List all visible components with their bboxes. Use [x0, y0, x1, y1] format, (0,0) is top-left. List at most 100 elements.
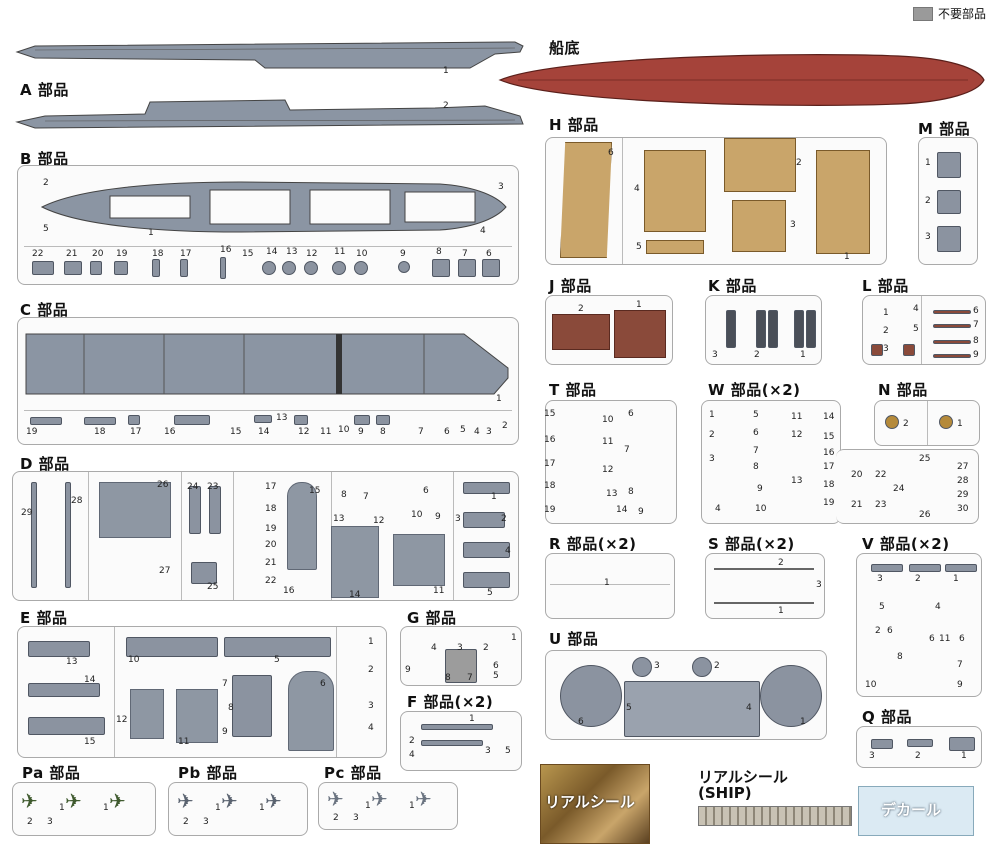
b-part-12: [304, 261, 318, 275]
section-d-title: D 部品: [20, 455, 70, 473]
u-num-3: 3: [654, 661, 660, 671]
h-part-4: [644, 150, 706, 232]
sprue-j-frame: 2 1: [545, 295, 673, 365]
v-num-8: 8: [897, 652, 903, 662]
e-num-8: 8: [228, 703, 234, 713]
t-num-8: 8: [628, 487, 634, 497]
v-part-2: [909, 564, 941, 572]
e-part-13: [28, 641, 90, 657]
h-num-4: 4: [634, 184, 640, 194]
b-num-16: 16: [220, 245, 232, 255]
j-part-1: [614, 310, 666, 358]
pa-num-1b: 1: [103, 803, 109, 813]
t-num-15: 15: [544, 409, 556, 419]
sprue-r-frame: 1: [545, 553, 675, 619]
section-e-title: E 部品: [20, 609, 68, 627]
v-num-10: 10: [865, 680, 877, 690]
e-num-9: 9: [222, 727, 228, 737]
l-num-5: 5: [913, 324, 919, 334]
l-num-8: 8: [973, 336, 979, 346]
f-num-3: 3: [485, 746, 491, 756]
v-num-6a: 6: [887, 626, 893, 636]
k-part-3a: [726, 310, 736, 348]
l-num-9: 9: [973, 350, 979, 360]
h-num-5: 5: [636, 242, 642, 252]
g-num-6: 6: [493, 661, 499, 671]
l-num-3: 3: [883, 344, 889, 354]
t-num-13: 13: [606, 489, 618, 499]
section-m-title: M 部品: [918, 120, 971, 138]
h-num-3: 3: [790, 220, 796, 230]
w-num-25: 25: [919, 454, 931, 464]
w-num-20: 20: [851, 470, 863, 480]
u-num-4: 4: [746, 703, 752, 713]
c-num-14: 14: [258, 427, 270, 437]
d-num-8: 8: [341, 490, 347, 500]
c-num-9: 9: [358, 427, 364, 437]
section-pc-title: Pc 部品: [324, 764, 382, 782]
g-num-1: 1: [511, 633, 517, 643]
k-num-1: 1: [800, 350, 806, 360]
w-num-13: 13: [791, 476, 803, 486]
e-num-1: 1: [368, 637, 374, 647]
pb-num-3: 3: [203, 817, 209, 827]
r-num-1: 1: [604, 578, 610, 588]
section-b-title: B 部品: [20, 150, 69, 168]
e-part-12: [130, 689, 164, 739]
b-num-14: 14: [266, 247, 278, 257]
m-num-2: 2: [925, 196, 931, 206]
section-u-title: U 部品: [549, 630, 599, 648]
sprue-u-frame: 6 3 2 1 5 4: [545, 650, 827, 740]
b-num-21: 21: [66, 249, 78, 259]
e-part-8: [232, 675, 272, 737]
l-part-8: [933, 340, 971, 344]
s-num-2: 2: [778, 558, 784, 568]
e-num-11: 11: [178, 737, 190, 747]
e-num-2: 2: [368, 665, 374, 675]
section-w-title: W 部品(×2): [708, 381, 801, 399]
t-num-11: 11: [602, 437, 614, 447]
w-num-6: 6: [753, 428, 759, 438]
w-num-17: 17: [823, 462, 835, 472]
c-num-10: 10: [338, 425, 350, 435]
pc-plane-1: ✈: [327, 787, 344, 811]
b-part-22: [32, 261, 54, 275]
sprue-s-frame: 2 1 3: [705, 553, 825, 619]
d-part-1: [463, 482, 510, 494]
c-num-11: 11: [320, 427, 332, 437]
t-num-17: 17: [544, 459, 556, 469]
l-part-3b: [903, 344, 915, 356]
e-num-12: 12: [116, 715, 128, 725]
pa-num-1a: 1: [59, 803, 65, 813]
l-part-7: [933, 324, 971, 328]
c-small-parts-row: 19 18 17 16 15 14 13 12 11 10 9 8 7 6 5 …: [24, 410, 512, 441]
sprue-e-frame: 13 14 15 10 12 11 5 7 8 9 6 1 2 3 4: [17, 626, 387, 758]
e-part-5: [224, 637, 331, 657]
e-num-7: 7: [222, 679, 228, 689]
w-num-16: 16: [823, 448, 835, 458]
section-q-title: Q 部品: [862, 708, 912, 726]
sprue-pb-frame: ✈ ✈ ✈ 2 3 1 1: [168, 782, 308, 836]
q-part-2: [907, 739, 933, 747]
section-l-title: L 部品: [862, 277, 909, 295]
t-num-6: 6: [628, 409, 634, 419]
sprue-w-frame-ext: [836, 449, 979, 524]
e-num-3: 3: [368, 701, 374, 711]
c-num-8: 8: [380, 427, 386, 437]
d-num-10: 10: [411, 510, 423, 520]
w-num-4: 4: [715, 504, 721, 514]
t-num-18: 18: [544, 481, 556, 491]
c-part-19: [30, 417, 62, 425]
d-part-29: [31, 482, 37, 588]
d-num-11: 11: [433, 586, 445, 596]
k-num-3: 3: [712, 350, 718, 360]
w-num-24: 24: [893, 484, 905, 494]
b-part-17: [180, 259, 188, 277]
n-num-1: 1: [957, 419, 963, 429]
d-num-15: 15: [309, 486, 321, 496]
c-num-6: 6: [444, 427, 450, 437]
pb-plane-2: ✈: [221, 789, 238, 813]
w-num-19: 19: [823, 498, 835, 508]
d-num-20: 20: [265, 540, 277, 550]
sprue-c-frame: 1 19 18 17 16 15 14 13 12 11 10 9 8 7 6 …: [17, 317, 519, 445]
